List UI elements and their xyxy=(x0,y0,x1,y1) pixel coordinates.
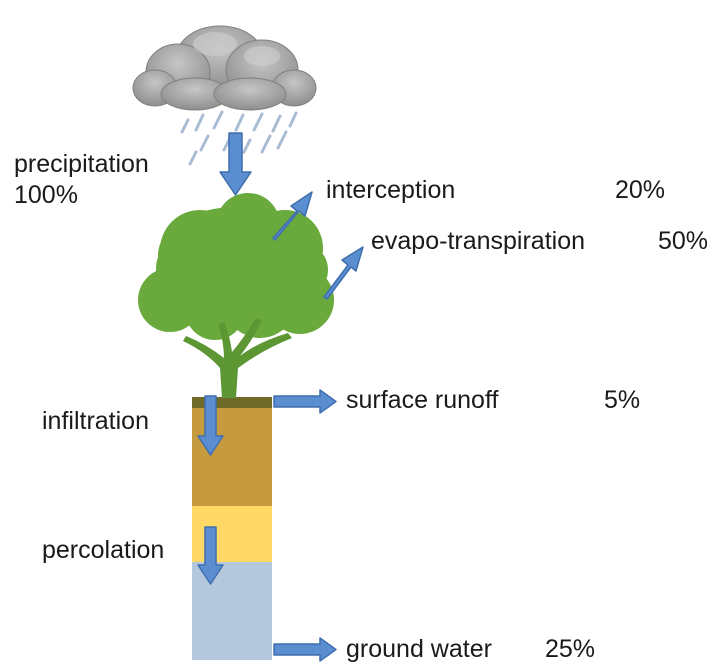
precipitation-arrow-icon xyxy=(219,132,252,196)
evapotranspiration-value: 50% xyxy=(658,227,709,255)
groundwater-layer xyxy=(192,562,272,660)
infiltration-label: infiltration xyxy=(42,407,149,435)
percolation-layer xyxy=(192,506,272,562)
ground-water-label: ground water xyxy=(346,635,492,663)
interception-label: interception xyxy=(326,176,456,204)
precipitation-label: precipitation xyxy=(14,150,149,178)
soil-layer xyxy=(192,408,272,506)
precipitation-value: 100% xyxy=(14,181,78,209)
ground-water-value: 25% xyxy=(545,635,596,663)
surface-runoff-value: 5% xyxy=(604,386,641,414)
evapotranspiration-label: evapo-transpiration xyxy=(371,227,586,255)
interception-arrow-icon xyxy=(272,191,313,241)
interception-value: 20% xyxy=(615,176,666,204)
flow-arrows xyxy=(197,132,364,662)
rain-cloud-icon xyxy=(132,25,317,166)
soil-top-layer xyxy=(192,397,272,408)
percolation-arrow-icon xyxy=(197,526,224,585)
infiltration-arrow-icon xyxy=(197,395,224,456)
percolation-label: percolation xyxy=(42,536,165,564)
tree-icon xyxy=(138,193,334,398)
evapotranspiration-arrow-icon xyxy=(323,246,364,300)
soil-column xyxy=(192,397,272,660)
ground-water-arrow-icon xyxy=(273,637,337,662)
surface-runoff-label: surface runoff xyxy=(346,386,499,414)
surface-runoff-arrow-icon xyxy=(273,389,337,414)
